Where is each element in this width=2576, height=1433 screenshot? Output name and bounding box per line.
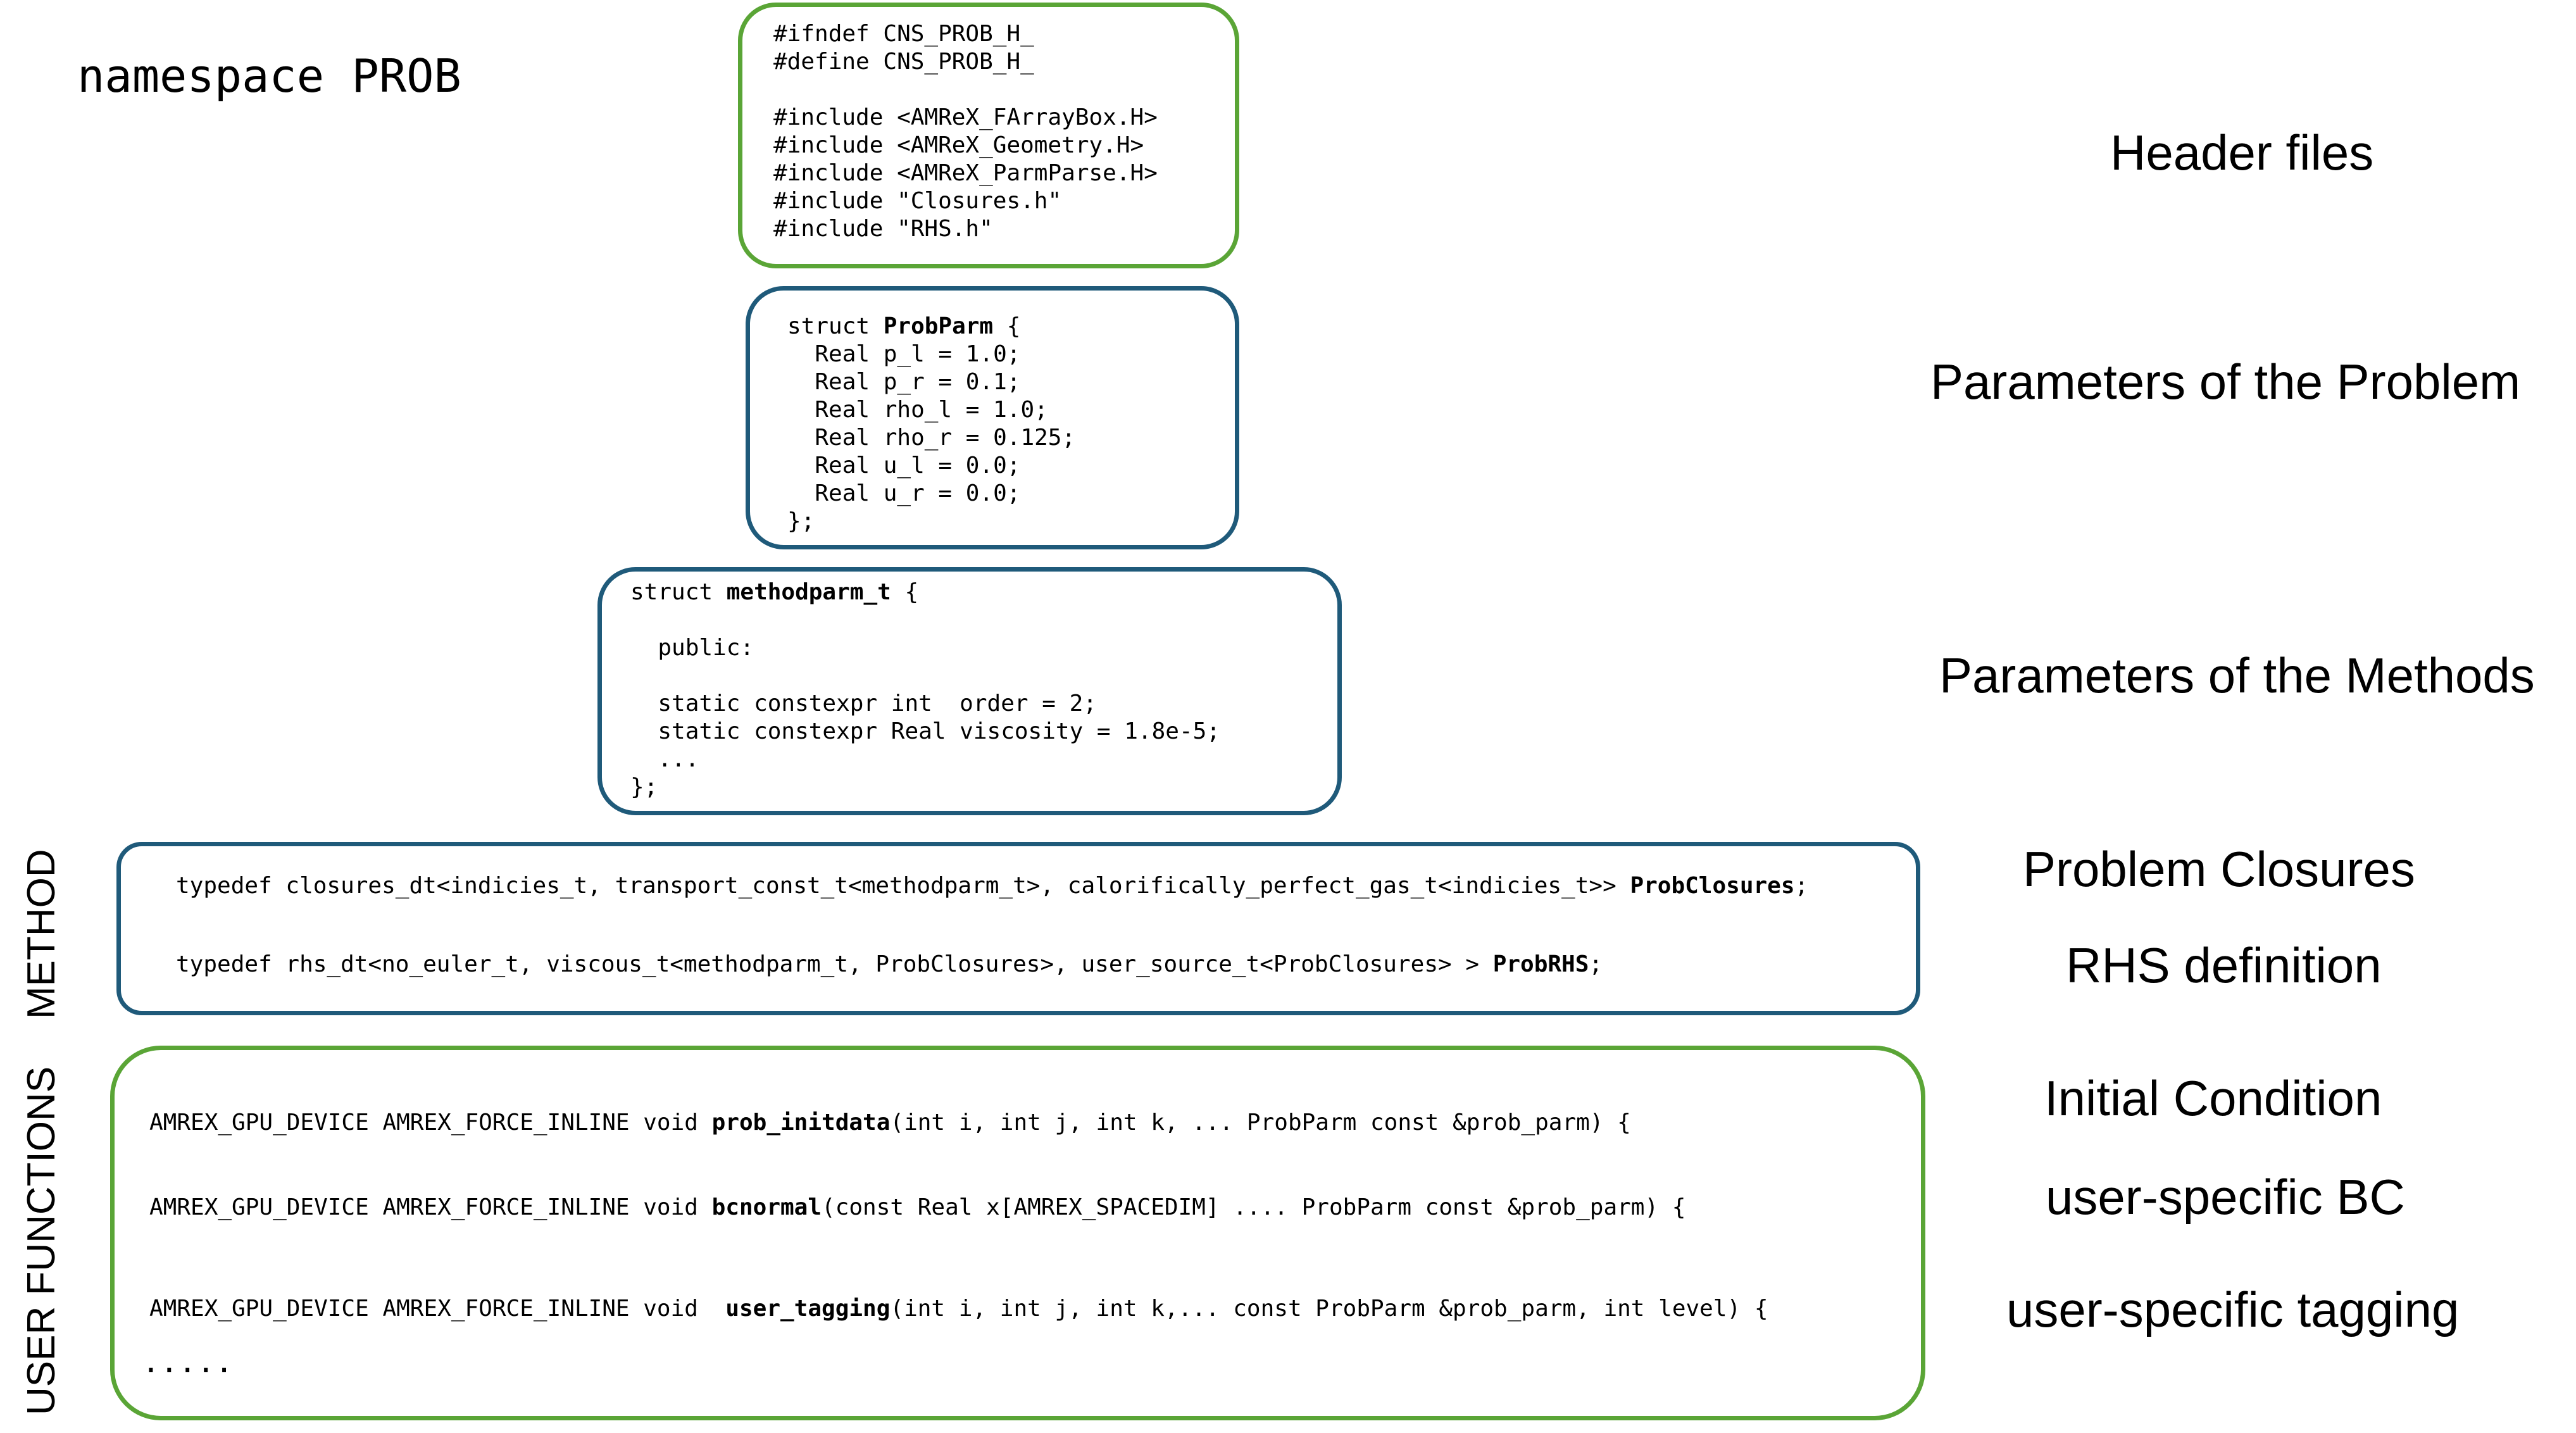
- label-problem-parameters: Parameters of the Problem: [1930, 354, 2521, 410]
- header-line: #include <AMReX_ParmParse.H>: [773, 160, 1158, 186]
- code-text: ;: [1589, 951, 1603, 977]
- label-header-files: Header files: [2110, 125, 2374, 180]
- probparm-code: struct ProbParm { Real p_l = 1.0; Real p…: [787, 313, 1075, 535]
- label-problem-closures: Problem Closures: [2023, 841, 2415, 897]
- tagging-signature: AMREX_GPU_DEVICE AMREX_FORCE_INLINE void…: [149, 1295, 1768, 1323]
- header-line: #include "RHS.h": [773, 216, 993, 242]
- header-files-box: [738, 3, 1239, 268]
- probparm-box: [746, 286, 1239, 549]
- label-user-specific-tagging: user-specific tagging: [2006, 1282, 2460, 1337]
- methodparm-code: struct methodparm_t { public: static con…: [630, 579, 1220, 801]
- label-initial-condition: Initial Condition: [2044, 1070, 2382, 1126]
- method-line: static constexpr int order = 2;: [630, 691, 1097, 716]
- header-code: #ifndef CNS_PROB_H_ #define CNS_PROB_H_ …: [773, 20, 1158, 243]
- code-text: typedef closures_dt<indicies_t, transpor…: [176, 873, 1630, 899]
- label-rhs-definition: RHS definition: [2066, 937, 2382, 993]
- method-line: ...: [630, 746, 699, 772]
- function-name-bcnormal: bcnormal: [711, 1194, 822, 1220]
- param-line: Real u_r = 0.0;: [787, 480, 1021, 506]
- code-text: typedef rhs_dt<no_euler_t, viscous_t<met…: [176, 951, 1493, 977]
- header-line: #include <AMReX_FArrayBox.H>: [773, 104, 1158, 130]
- header-line: #include "Closures.h": [773, 188, 1062, 214]
- closures-typedef: typedef closures_dt<indicies_t, transpor…: [176, 872, 1808, 900]
- function-name-user-tagging: user_tagging: [725, 1296, 891, 1322]
- ellipsis: .....: [142, 1344, 234, 1380]
- code-text: struct: [787, 313, 884, 339]
- namespace-title: namespace PROB: [77, 49, 461, 103]
- label-method-parameters: Parameters of the Methods: [1939, 648, 2535, 703]
- struct-name-methodparm: methodparm_t: [726, 579, 891, 605]
- param-line: Real u_l = 0.0;: [787, 453, 1021, 479]
- initdata-signature: AMREX_GPU_DEVICE AMREX_FORCE_INLINE void…: [149, 1109, 1631, 1137]
- code-text: {: [993, 313, 1021, 339]
- user-functions-side-label: USER FUNCTIONS: [20, 1066, 63, 1415]
- rhs-typedef: typedef rhs_dt<no_euler_t, viscous_t<met…: [176, 951, 1603, 979]
- typedef-name-probclosures: ProbClosures: [1630, 873, 1795, 899]
- method-line: };: [630, 774, 658, 800]
- code-text: {: [891, 579, 919, 605]
- code-text: AMREX_GPU_DEVICE AMREX_FORCE_INLINE void: [149, 1296, 726, 1322]
- code-text: struct: [630, 579, 727, 605]
- param-line: Real p_l = 1.0;: [787, 341, 1021, 367]
- struct-name-probparm: ProbParm: [883, 313, 994, 339]
- typedef-name-probrhs: ProbRHS: [1492, 951, 1589, 977]
- bcnormal-signature: AMREX_GPU_DEVICE AMREX_FORCE_INLINE void…: [149, 1194, 1685, 1222]
- param-line: Real rho_r = 0.125;: [787, 425, 1076, 451]
- header-line: #define CNS_PROB_H_: [773, 49, 1034, 75]
- param-line: Real rho_l = 1.0;: [787, 397, 1048, 423]
- method-line: static constexpr Real viscosity = 1.8e-5…: [630, 718, 1220, 744]
- method-line: public:: [630, 635, 754, 661]
- method-box: [116, 842, 1920, 1015]
- code-text: (int i, int j, int k, ... ProbParm const…: [890, 1110, 1631, 1136]
- param-line: };: [787, 508, 815, 534]
- user-functions-box: [110, 1046, 1925, 1420]
- code-text: (const Real x[AMREX_SPACEDIM] .... ProbP…: [822, 1194, 1686, 1220]
- code-text: (int i, int j, int k,... const ProbParm …: [890, 1296, 1768, 1322]
- code-text: AMREX_GPU_DEVICE AMREX_FORCE_INLINE void: [149, 1194, 712, 1220]
- methodparm-box: [597, 567, 1342, 815]
- code-text: ;: [1794, 873, 1809, 899]
- header-line: #include <AMReX_Geometry.H>: [773, 132, 1144, 158]
- code-text: AMREX_GPU_DEVICE AMREX_FORCE_INLINE void: [149, 1110, 712, 1136]
- header-line: #ifndef CNS_PROB_H_: [773, 21, 1034, 47]
- method-side-label: METHOD: [20, 849, 63, 1019]
- label-user-specific-bc: user-specific BC: [2046, 1169, 2405, 1225]
- function-name-prob-initdata: prob_initdata: [711, 1110, 891, 1136]
- param-line: Real p_r = 0.1;: [787, 369, 1021, 395]
